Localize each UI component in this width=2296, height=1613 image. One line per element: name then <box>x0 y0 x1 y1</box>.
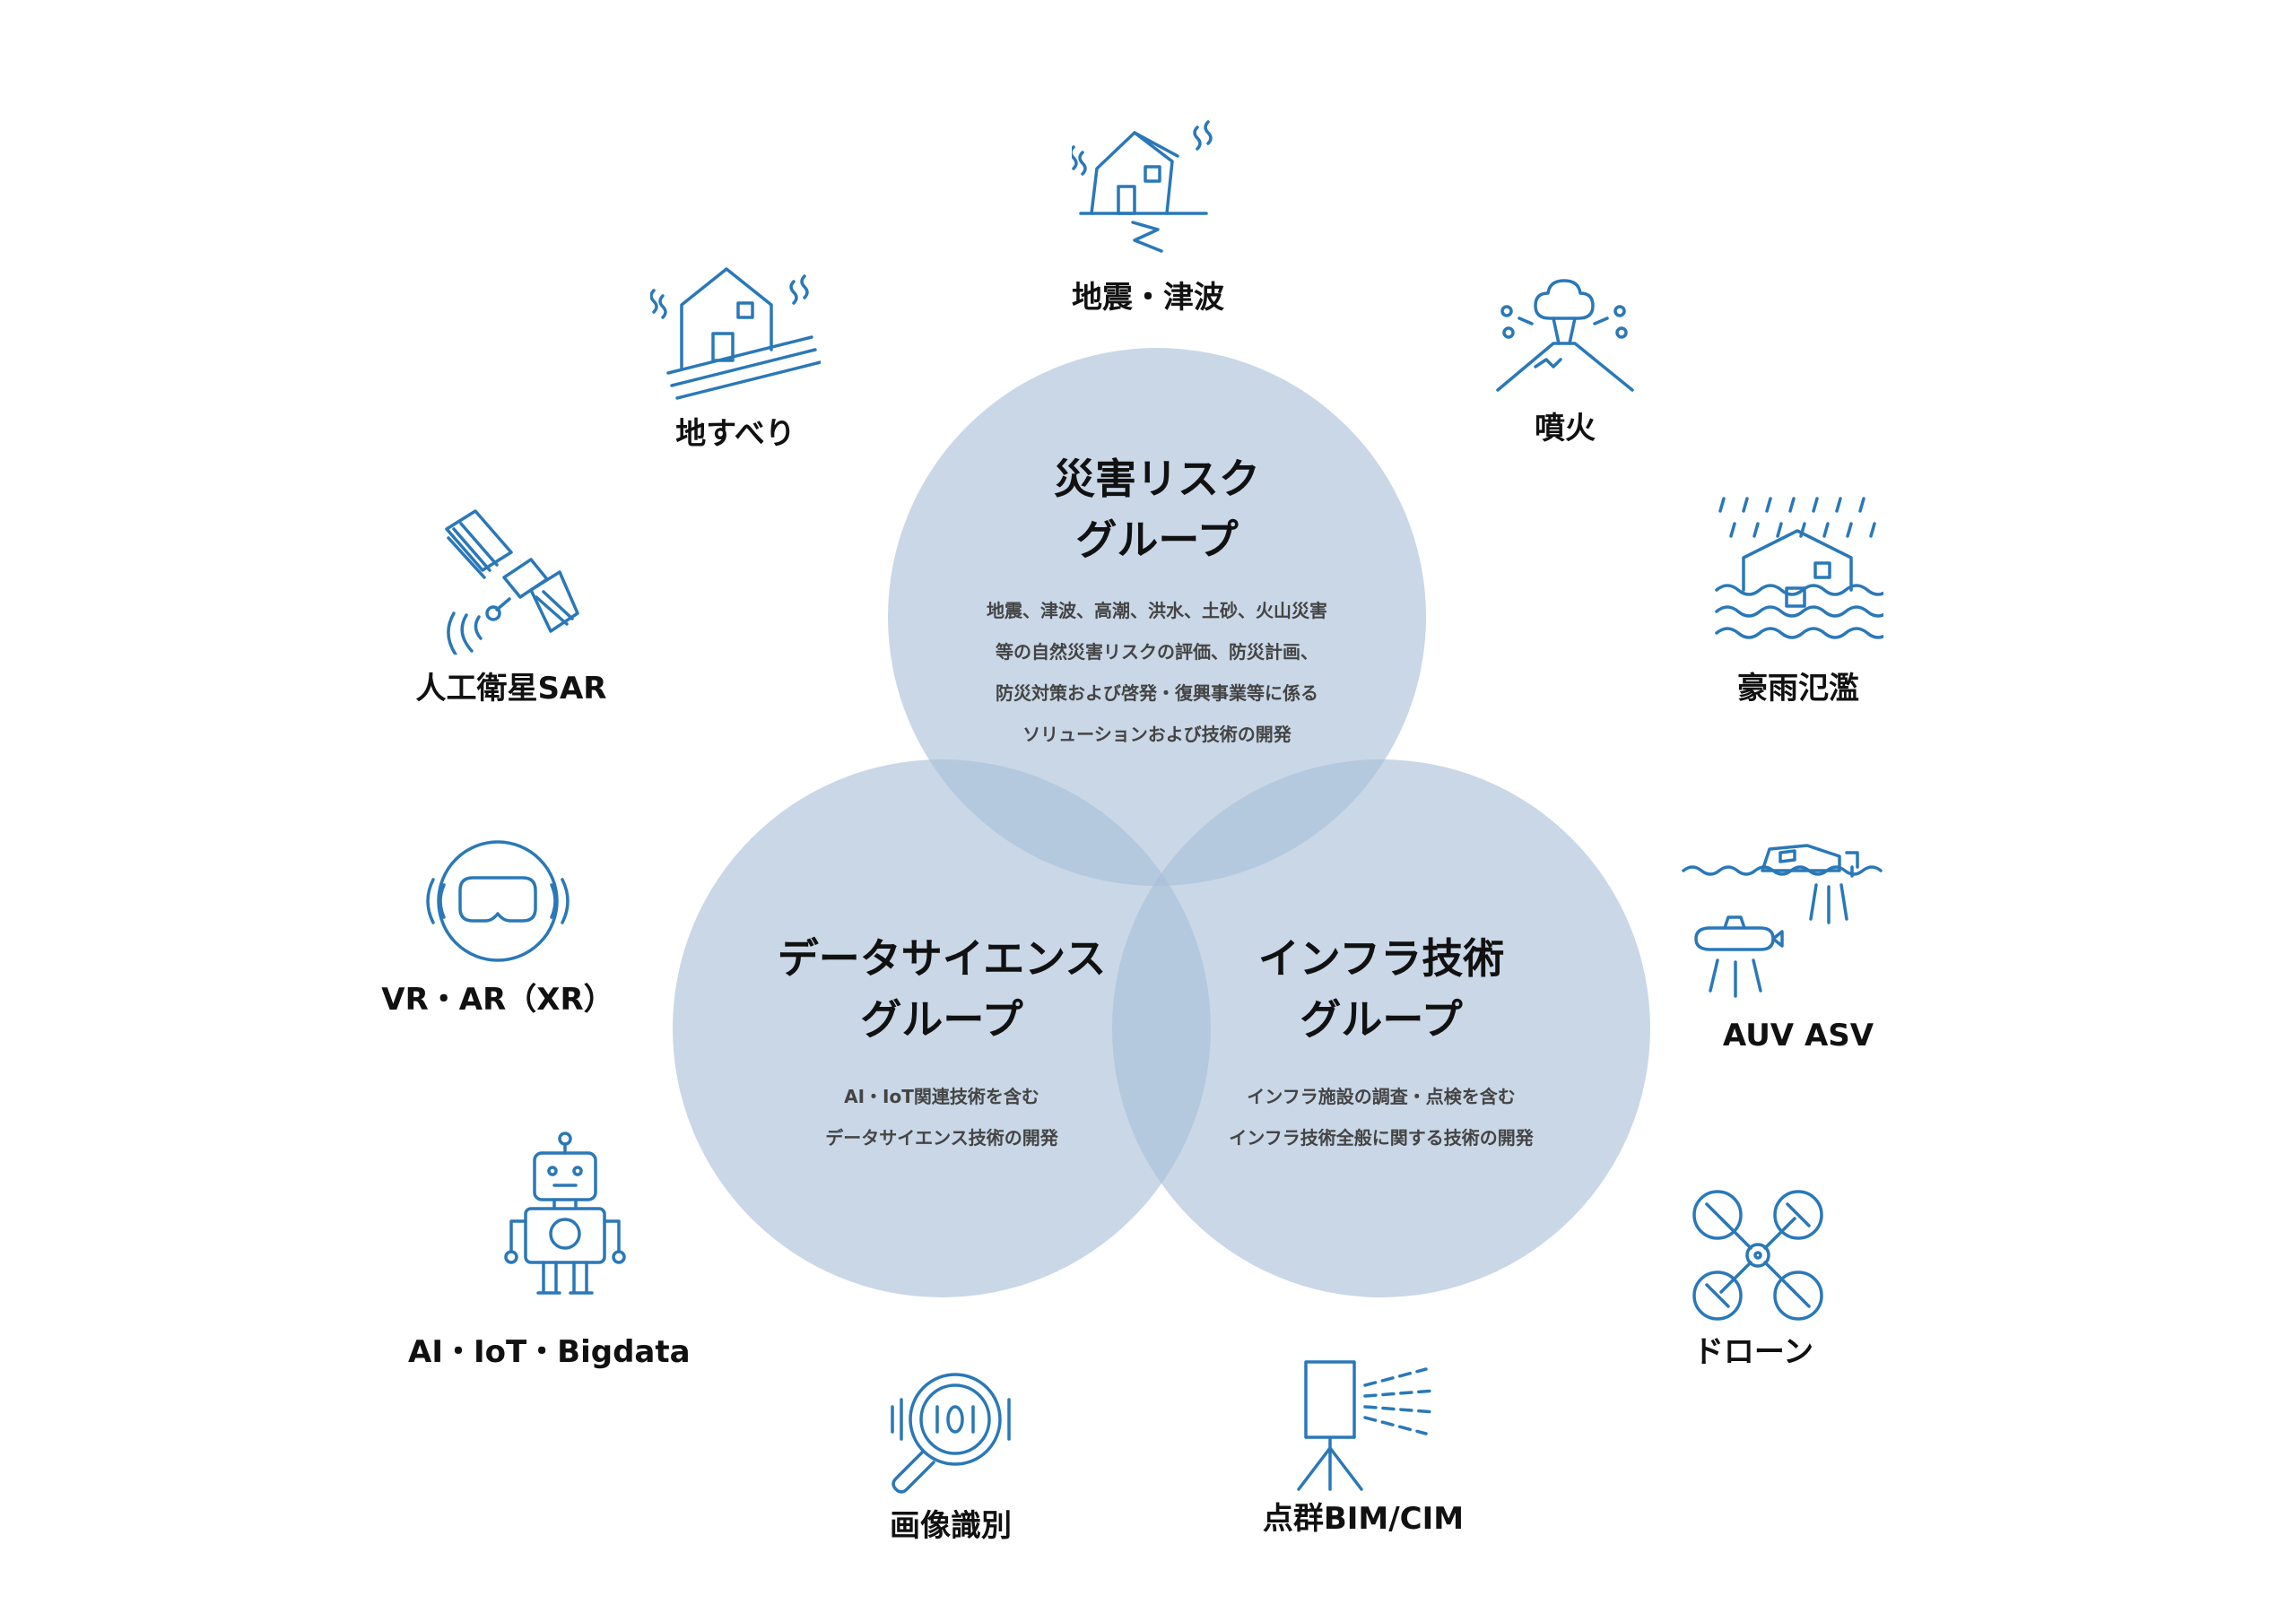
landslide-house-icon <box>650 260 821 403</box>
venn-circle-infrastructure <box>1112 759 1650 1297</box>
magnifier-binary-icon <box>883 1367 1018 1497</box>
label-auv: AUV ASV <box>1722 1018 1874 1054</box>
label-flood: 豪雨氾濫 <box>1737 671 1859 707</box>
group-title-infrastructure: インフラ技術 グループ <box>1257 934 1505 1044</box>
drone-icon <box>1691 1188 1825 1322</box>
group-title-data-science: データサイエンス グループ <box>777 934 1107 1044</box>
boat-submarine-icon <box>1682 820 1888 1000</box>
label-pointcloud: 点群BIM/CIM <box>1262 1501 1465 1537</box>
flood-house-icon <box>1713 491 1883 644</box>
label-satellite: 人工衛星SAR <box>415 671 607 707</box>
satellite-icon <box>430 502 583 655</box>
label-image: 画像識別 <box>890 1508 1012 1544</box>
label-earthquake: 地震・津波 <box>1072 280 1224 316</box>
label-landslide: 地すべり <box>675 416 796 452</box>
group-desc-disaster-risk: 地震、津波、高潮、洪水、土砂、火山災害 等の自然災害リスクの評価、防災計画、 防… <box>987 600 1327 745</box>
label-drone: ドローン <box>1692 1334 1814 1370</box>
group-desc-data-science: AI・IoT関連技術を含む データサイエンス技術の開発 <box>825 1086 1058 1149</box>
label-vr: VR・AR（XR） <box>381 982 614 1018</box>
group-title-disaster-risk: 災害リスク グループ <box>1054 455 1260 564</box>
label-ai: AI・IoT・Bigdata <box>408 1334 691 1370</box>
earthquake-house-icon <box>1072 117 1224 260</box>
laser-scanner-icon <box>1292 1358 1448 1493</box>
robot-icon <box>502 1132 628 1302</box>
vr-headset-icon <box>426 838 570 964</box>
volcano-icon <box>1489 256 1641 399</box>
label-volcano: 噴火 <box>1535 411 1596 447</box>
group-desc-infrastructure: インフラ施設の調査・点検を含む インフラ技術全般に関する技術の開発 <box>1229 1086 1534 1149</box>
